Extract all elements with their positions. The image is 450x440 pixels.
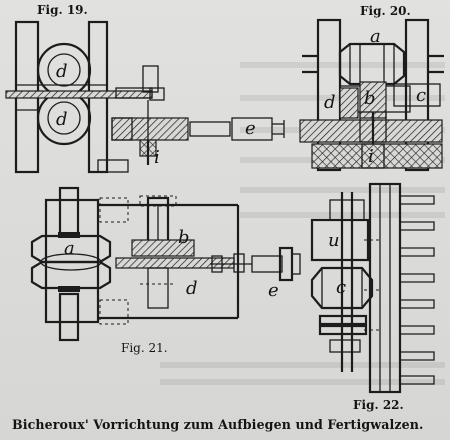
fig19-caption: Fig. 19. — [37, 3, 88, 17]
fig21-label-e: e — [268, 280, 279, 301]
fig20-upper-roll-a — [338, 42, 406, 86]
fig20-label-d: d — [324, 92, 336, 113]
fig20-right-housing — [404, 18, 430, 172]
figure-22-drawing — [310, 182, 435, 394]
fig19-label-d-upper: d — [56, 61, 68, 82]
fig22-label-c: c — [336, 277, 346, 298]
figure-20-drawing — [299, 18, 444, 172]
fig22-roll-u — [310, 218, 370, 262]
fig19-label-i: i — [154, 147, 160, 168]
fig21-label-b: b — [178, 227, 190, 248]
fig19-guide — [111, 117, 189, 141]
fig19-bar — [5, 90, 153, 99]
fig21-roll-a — [30, 234, 112, 264]
fig19-cylinder — [231, 117, 273, 141]
fig20-base — [299, 119, 443, 143]
fig20-foundation — [311, 143, 443, 169]
fig20-block-c — [393, 83, 441, 107]
fig21-cylinder-e — [251, 255, 283, 273]
fig19-label-d-lower: d — [56, 109, 68, 130]
fig20-label-c: c — [416, 85, 426, 106]
fig20-label-b: b — [364, 88, 376, 109]
fig22-part-c — [310, 266, 374, 310]
plate-caption: Bicheroux' Vorrichtung zum Aufbiegen und… — [12, 417, 424, 432]
fig22-label-u: u — [328, 230, 340, 251]
fig20-label-a: a — [370, 26, 381, 47]
fig21-caption: Fig. 21. — [121, 341, 168, 355]
fig21-bar — [115, 257, 235, 269]
fig19-label-e: e — [245, 118, 256, 139]
fig21-label-a: a — [64, 238, 75, 259]
fig22-comb-teeth — [400, 195, 435, 385]
fig21-label-d: d — [186, 278, 198, 299]
fig20-label-i: i — [368, 146, 374, 167]
fig22-caption: Fig. 22. — [353, 398, 404, 412]
fig20-caption: Fig. 20. — [360, 4, 411, 18]
figure-21-drawing — [30, 186, 301, 342]
figure-19-drawing — [5, 20, 285, 174]
fig22-housing — [368, 182, 402, 394]
